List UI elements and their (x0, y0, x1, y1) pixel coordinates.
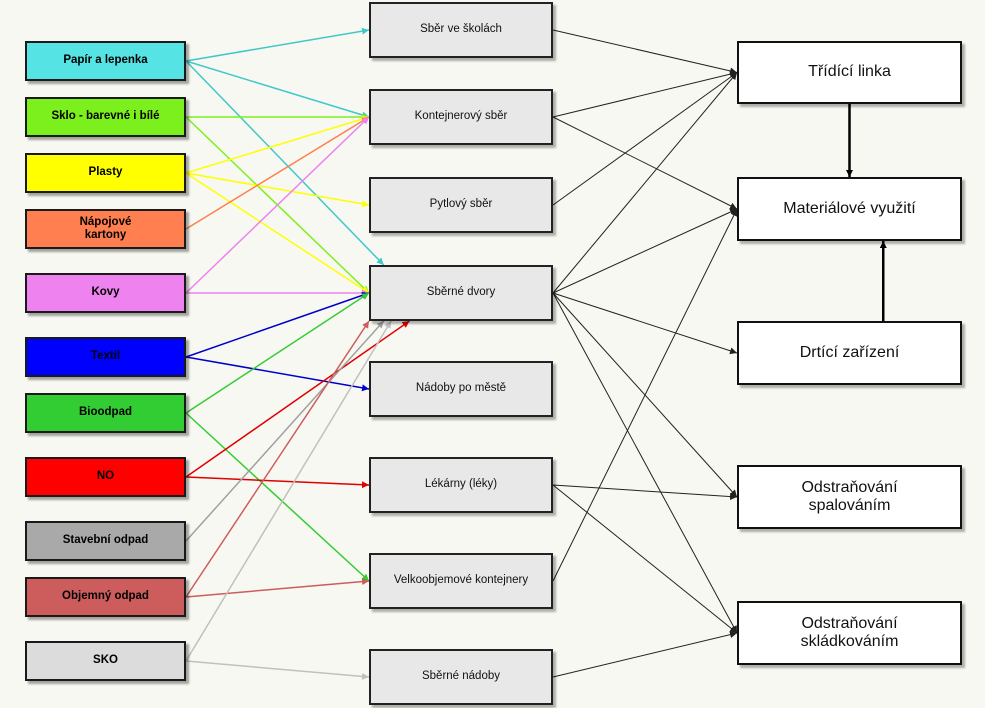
flow-arrow-no-to-dvory (185, 320, 410, 478)
flow-arrow-lekarny-to-spalovani (552, 484, 738, 501)
source-stavebni-odpad: Stavební odpad (25, 521, 186, 561)
flow-arrow-kovy-to-kontejnerovy (185, 116, 370, 294)
flow-arrow-dvory-to-materialove (552, 208, 738, 294)
flow-arrow-plasty-to-pytlovy (185, 172, 370, 208)
source-papir-a-lepenka: Papír a lepenka (25, 41, 186, 81)
source-kovy: Kovy (25, 273, 186, 313)
source-plasty: Plasty (25, 153, 186, 193)
source-bioodpad: Bioodpad (25, 393, 186, 433)
flow-arrow-dvory-to-skladkovani (552, 292, 738, 634)
flow-arrow-plasty-to-dvory (185, 172, 370, 294)
destination-odstranovani-skladkovanim: Odstraňování skládkováním (737, 601, 962, 665)
flow-arrow-pytlovy-to-tridici (552, 72, 738, 206)
flow-arrow-objemny-to-velkoobjemove (185, 578, 370, 598)
source-sko: SKO (25, 641, 186, 681)
destination-drtici-zarizeni: Drtící zařízení (737, 321, 962, 385)
flow-arrow-sko-to-sberne_nadoby (185, 660, 370, 680)
flow-arrow-stavebni-to-dvory (185, 320, 385, 542)
flow-arrow-skoly-to-tridici (552, 29, 738, 75)
flow-arrow-sberne_nadoby-to-skladkovani (552, 631, 738, 678)
flow-arrow-papir-to-skoly (185, 27, 370, 62)
flow-arrow-kontejnerovy-to-tridici (552, 70, 738, 118)
collection-sber-ve-skolach: Sběr ve školách (369, 2, 553, 58)
flow-arrow-plasty-to-kontejnerovy (185, 115, 370, 174)
flow-arrow-dvory-to-drtici (552, 292, 738, 355)
collection-sberne-dvory: Sběrné dvory (369, 265, 553, 321)
flow-arrow-velkoobjemove-to-materialove (552, 208, 738, 582)
flow-arrow-textil-to-nadoby_meste (185, 356, 370, 392)
flow-arrow-objemny-to-dvory (185, 320, 370, 598)
source-napojove-kartony: Nápojové kartony (25, 209, 186, 249)
collection-lekarny: Lékárny (léky) (369, 457, 553, 513)
flow-arrow-dvory-to-tridici (552, 72, 738, 294)
flow-arrow-papir-to-dvory (185, 60, 385, 266)
source-sklo: Sklo - barevné i bílé (25, 97, 186, 137)
collection-kontejnerovy-sber: Kontejnerový sběr (369, 89, 553, 145)
source-textil: Textil (25, 337, 186, 377)
destination-tridici-linka: Třídící linka (737, 41, 962, 104)
destination-odstranovani-spalovanim: Odstraňování spalováním (737, 465, 962, 529)
flow-arrow-lekarny-to-skladkovani (552, 484, 738, 634)
flow-arrow-bioodpad-to-velkoobjemove (185, 412, 370, 582)
collection-nadoby-po-meste: Nádoby po městě (369, 361, 553, 417)
destination-materialove-vyuziti: Materiálové využití (737, 177, 962, 241)
flow-arrow-no-to-lekarny (185, 476, 370, 489)
flow-arrow-bioodpad-to-dvory (185, 292, 370, 414)
flow-arrow-napojove-to-kontejnerovy (185, 116, 370, 230)
source-objemny-odpad: Objemný odpad (25, 577, 186, 617)
flow-arrow-textil-to-dvory (185, 292, 370, 358)
flow-arrow-papir-to-kontejnerovy (185, 60, 370, 119)
flow-arrow-kontejnerovy-to-materialove (552, 116, 738, 210)
collection-velkoobjemove-kontejnery: Velkoobjemové kontejnery (369, 553, 553, 609)
collection-sberne-nadoby: Sběrné nádoby (369, 649, 553, 705)
source-no: NO (25, 457, 186, 497)
flow-arrow-sko-to-dvory (185, 320, 392, 662)
collection-pytlovy-sber: Pytlový sběr (369, 177, 553, 233)
